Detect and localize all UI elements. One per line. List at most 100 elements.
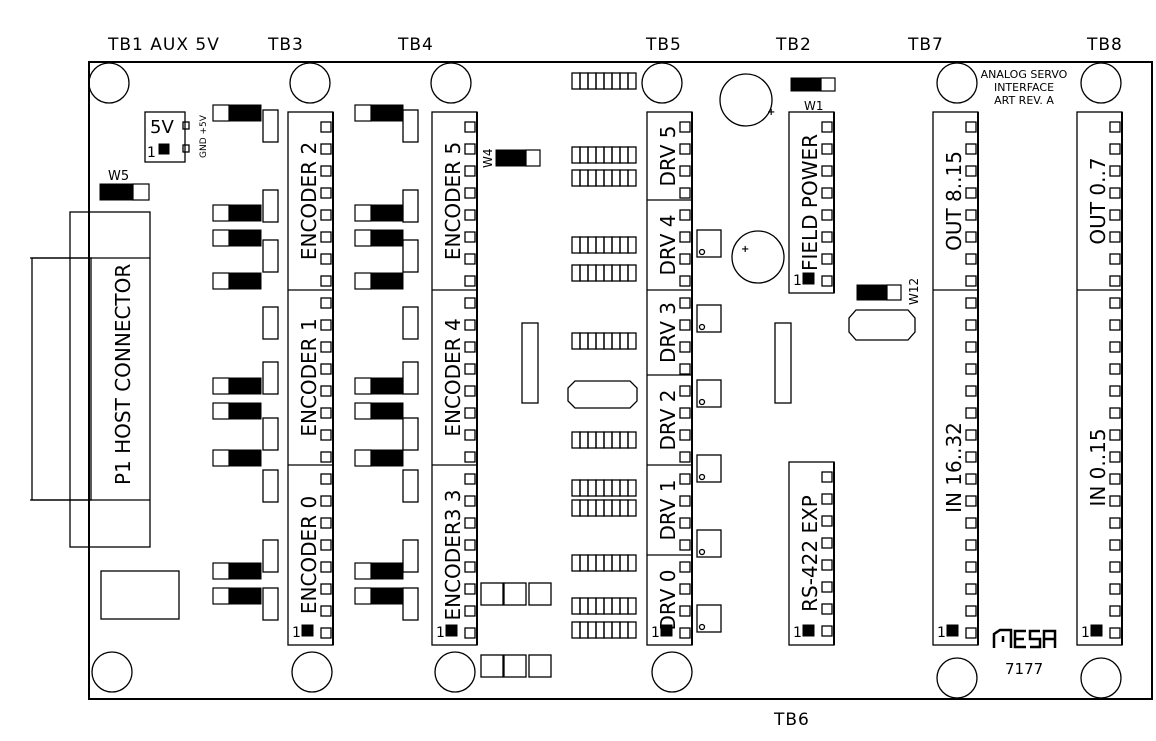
- mounting-hole: [291, 651, 333, 693]
- pin-one-pad: [660, 624, 673, 637]
- diode-package: [480, 654, 504, 678]
- diode-package: [528, 654, 552, 678]
- jumper-pad-open: [212, 402, 230, 420]
- jumper-pad-open: [212, 377, 230, 395]
- jumper-pad-open: [212, 562, 230, 580]
- diode-package: [480, 582, 504, 606]
- jumper-pad-shorted: [228, 562, 262, 580]
- tb6-section-label: RS-422 EXP: [798, 495, 822, 612]
- tb5-section-label: DRV 1: [656, 480, 680, 541]
- resistor: [402, 239, 419, 273]
- jumper-pad-shorted: [228, 587, 262, 605]
- tb8-section-label: IN 0..15: [1086, 428, 1110, 506]
- jumper-pad-shorted: [370, 587, 404, 605]
- tb4-label: TB4: [397, 35, 434, 55]
- jumper-pad-shorted: [228, 272, 262, 290]
- resistor-network: [571, 597, 637, 615]
- svg-text:+: +: [741, 244, 749, 255]
- tb3-section-label: ENCODER 0: [297, 496, 321, 614]
- tb8-section-label: OUT 0..7: [1086, 157, 1110, 244]
- pin-one-marker: 1: [1081, 625, 1090, 641]
- resistor-network: [571, 479, 637, 497]
- resistor: [402, 469, 419, 503]
- jumper-pad-open: [354, 449, 372, 467]
- tb3-section-label: ENCODER 1: [297, 318, 321, 436]
- tb5-section-label: DRV 0: [656, 570, 680, 631]
- transistor: [696, 529, 722, 558]
- tb1-label: TB1 AUX 5V: [107, 35, 220, 55]
- resistor: [262, 361, 279, 395]
- transistor: [696, 229, 722, 258]
- mounting-hole: [641, 62, 683, 104]
- tb4-section-label: ENCODER 4: [441, 318, 465, 436]
- resistor-network: [571, 146, 637, 164]
- electrolytic-capacitors: + +: [719, 73, 785, 284]
- jumper-pad-open: [354, 402, 372, 420]
- board-title: ANALOG SERVO INTERFACE ART REV. A: [981, 68, 1068, 107]
- jumper-pad-open: [212, 229, 230, 247]
- mounting-hole: [289, 62, 331, 104]
- jumper-pad-open: [212, 587, 230, 605]
- resistor: [262, 539, 279, 573]
- w5-label: W5: [108, 169, 129, 184]
- pin-one-marker: 1: [793, 625, 802, 641]
- aux-5v-big-label: 5V: [150, 117, 174, 138]
- p1-host-connector: P1 HOST CONNECTOR: [30, 211, 151, 548]
- tb5-section-label: DRV 3: [656, 302, 680, 363]
- resistor: [402, 587, 419, 621]
- jumper-pad-shorted: [228, 449, 262, 467]
- title-line-1: ANALOG SERVO: [981, 68, 1068, 81]
- p1-label: P1 HOST CONNECTOR: [111, 264, 135, 485]
- tb7-section-label: OUT 8..15: [942, 151, 966, 251]
- jumper-pad-shorted: [370, 204, 404, 222]
- transistor: [696, 454, 722, 483]
- jumper-pad-open: [354, 104, 372, 122]
- tb6-terminal-block: RS-422 EXP 1: [788, 461, 835, 646]
- resistor-network: [571, 554, 637, 572]
- resistor-network: [571, 499, 637, 517]
- resistor: [262, 189, 279, 223]
- pin-one-marker: 1: [651, 625, 660, 641]
- tb7-section-label: IN 16..32: [942, 422, 966, 513]
- resistor: [262, 587, 279, 621]
- tb6-bottom-label: TB6: [773, 710, 810, 730]
- mounting-hole: [936, 62, 978, 104]
- jumper-pad-open: [354, 587, 372, 605]
- jumper-w1: W1: [790, 77, 836, 113]
- u32-package: [100, 570, 180, 620]
- tb7-label: TB7: [907, 35, 944, 55]
- title-line-2: INTERFACE: [994, 81, 1054, 94]
- mounting-hole: [91, 651, 133, 693]
- jumper-pad-shorted: [228, 377, 262, 395]
- mounting-hole: [88, 62, 130, 104]
- mounting-hole: [1080, 657, 1122, 699]
- resistor: [402, 189, 419, 223]
- resistor: [402, 417, 419, 451]
- pin-one-marker: 1: [436, 625, 445, 641]
- tb2-label: TB2: [775, 35, 812, 55]
- c33-capacitor: [731, 230, 785, 284]
- component-outlines: [100, 72, 792, 678]
- resistor: [402, 109, 419, 143]
- board-outline: [88, 61, 1153, 700]
- p1-flange: [31, 257, 92, 501]
- pin-one-marker: 1: [292, 625, 301, 641]
- tb5-section-label: DRV 4: [656, 215, 680, 276]
- aux-5v-terminal: 5V 1 GND +5V: [144, 111, 209, 163]
- resistor: [262, 417, 279, 451]
- pin-one-marker: 1: [147, 145, 156, 161]
- pin-one-pad: [946, 624, 959, 637]
- jumper-pad-shorted: [370, 229, 404, 247]
- jumper-w12: W12: [856, 278, 921, 305]
- jumper-pad-shorted: [228, 402, 262, 420]
- jumper-pad-open: [212, 204, 230, 222]
- transistor: [696, 604, 722, 633]
- jumper-pad-open: [212, 272, 230, 290]
- jumper-pad-shorted: [370, 377, 404, 395]
- jumper-w5: W5: [99, 169, 150, 201]
